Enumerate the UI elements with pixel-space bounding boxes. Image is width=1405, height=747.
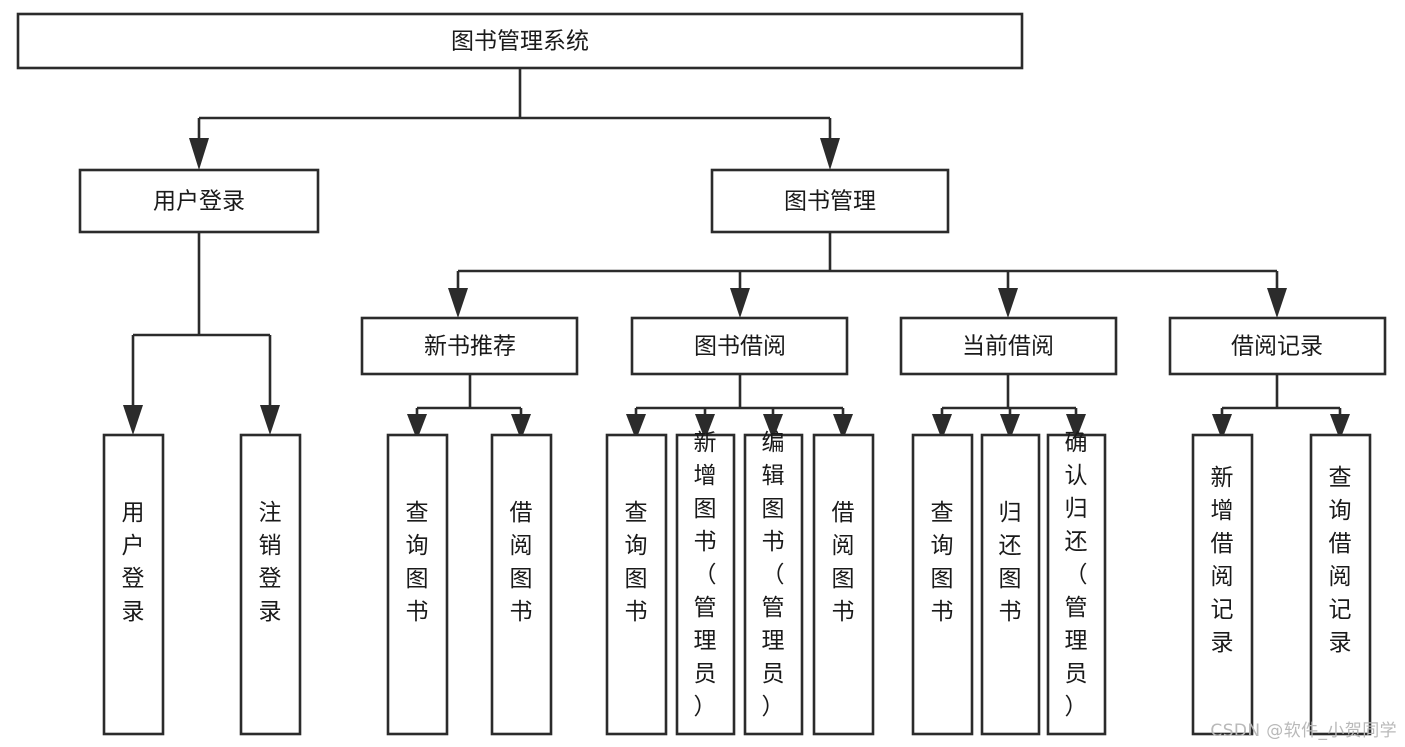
leaf-new-book-query-label: 查询图书 xyxy=(406,500,429,625)
node-current-borrow-box[interactable] xyxy=(899,316,1118,376)
node-current-borrow[interactable]: 当前借阅 xyxy=(899,316,1118,376)
leaf-current-return-box[interactable] xyxy=(980,433,1041,736)
leaf-user-login-login[interactable]: 用户登录 xyxy=(102,433,165,736)
leaf-record-query-box[interactable] xyxy=(1309,433,1372,736)
leaf-borrow-add-box[interactable] xyxy=(675,433,736,736)
leaf-new-book-query-box[interactable] xyxy=(386,433,449,736)
leaf-user-login-login-box[interactable] xyxy=(102,433,165,736)
arrow-to-book-mgmt xyxy=(820,138,840,170)
watermark: CSDN @软件_小贺同学 xyxy=(1210,721,1397,741)
node-user-login-label: 用户登录 xyxy=(153,189,245,215)
leaf-current-return-label: 归还图书 xyxy=(999,500,1022,625)
node-borrow-record-label: 借阅记录 xyxy=(1231,334,1323,360)
leaf-current-confirm-return-label: 确认归还（管理员） xyxy=(1065,430,1088,720)
arrow-to-borrow-record xyxy=(1267,288,1287,318)
node-borrow-record-box[interactable] xyxy=(1168,316,1387,376)
leaf-user-login-login-label: 用户登录 xyxy=(122,500,145,625)
node-book-borrow-box[interactable] xyxy=(630,316,849,376)
leaf-user-login-logout-box[interactable] xyxy=(239,433,302,736)
arrow-to-book-borrow xyxy=(730,288,750,318)
leaf-current-return[interactable]: 归还图书 xyxy=(980,433,1041,736)
leaf-user-login-logout-label: 注销登录 xyxy=(259,500,282,625)
node-root-box[interactable] xyxy=(16,12,1024,70)
leaf-borrow-borrow-label: 借阅图书 xyxy=(832,500,855,625)
leaf-current-query-box[interactable] xyxy=(911,433,974,736)
node-book-borrow-label: 图书借阅 xyxy=(694,334,786,360)
node-user-login-box[interactable] xyxy=(78,168,320,234)
arrow-to-leaf-user-login xyxy=(123,405,143,435)
node-current-borrow-label: 当前借阅 xyxy=(962,334,1054,360)
arrow-borrow-leaf-2 xyxy=(763,414,783,440)
leaf-new-book-borrow-label: 借阅图书 xyxy=(510,500,533,625)
leaf-borrow-add[interactable]: 新增图书（管理员） xyxy=(675,430,736,736)
leaf-new-book-borrow[interactable]: 借阅图书 xyxy=(490,433,553,736)
arrow-current-leaf-1 xyxy=(1000,414,1020,440)
leaf-current-confirm-return-box[interactable] xyxy=(1046,433,1107,736)
leaf-new-book-borrow-box[interactable] xyxy=(490,433,553,736)
leaf-borrow-edit-box[interactable] xyxy=(743,433,804,736)
leaf-current-query[interactable]: 查询图书 xyxy=(911,433,974,736)
node-user-login[interactable]: 用户登录 xyxy=(78,168,320,234)
arrow-current-leaf-2 xyxy=(1066,414,1086,440)
leaf-borrow-add-label: 新增图书（管理员） xyxy=(694,430,717,720)
arrow-new-book-leaf-0 xyxy=(407,414,427,440)
leaf-borrow-query-box[interactable] xyxy=(605,433,668,736)
node-new-book-recommend-box[interactable] xyxy=(360,316,579,376)
leaf-record-add[interactable]: 新增借阅记录 xyxy=(1191,433,1254,736)
leaf-current-query-label: 查询图书 xyxy=(931,500,954,625)
leaf-record-query[interactable]: 查询借阅记录 xyxy=(1309,433,1372,736)
node-new-book-recommend-label: 新书推荐 xyxy=(424,334,516,360)
arrow-to-user-login xyxy=(189,138,209,170)
leaf-borrow-query-label: 查询图书 xyxy=(625,500,648,625)
arrow-current-leaf-0 xyxy=(932,414,952,440)
node-book-borrow[interactable]: 图书借阅 xyxy=(630,316,849,376)
arrow-record-leaf-1 xyxy=(1330,414,1350,440)
arrowhead-layer xyxy=(123,138,1350,440)
node-root[interactable]: 图书管理系统 xyxy=(16,12,1024,70)
node-book-management-label: 图书管理 xyxy=(784,189,876,215)
leaf-user-login-logout[interactable]: 注销登录 xyxy=(239,433,302,736)
leaf-record-add-box[interactable] xyxy=(1191,433,1254,736)
node-borrow-record[interactable]: 借阅记录 xyxy=(1168,316,1387,376)
node-book-management-box[interactable] xyxy=(710,168,950,234)
arrow-borrow-leaf-3 xyxy=(833,414,853,440)
arrow-to-leaf-logout xyxy=(260,405,280,435)
leaf-borrow-borrow-box[interactable] xyxy=(812,433,875,736)
arrow-to-new-book-rec xyxy=(448,288,468,318)
node-book-management[interactable]: 图书管理 xyxy=(710,168,950,234)
arrow-to-current-borrow xyxy=(998,288,1018,318)
arrow-borrow-leaf-0 xyxy=(626,414,646,440)
arrow-record-leaf-0 xyxy=(1212,414,1232,440)
leaf-borrow-query[interactable]: 查询图书 xyxy=(605,433,668,736)
arrow-borrow-leaf-1 xyxy=(695,414,715,440)
leaf-borrow-edit-label: 编辑图书（管理员） xyxy=(762,430,785,720)
leaf-record-query-label: 查询借阅记录 xyxy=(1329,465,1352,656)
node-new-book-recommend[interactable]: 新书推荐 xyxy=(360,316,579,376)
arrow-new-book-leaf-1 xyxy=(511,414,531,440)
leaf-borrow-borrow[interactable]: 借阅图书 xyxy=(812,433,875,736)
node-root-label: 图书管理系统 xyxy=(451,29,589,55)
leaf-record-add-label: 新增借阅记录 xyxy=(1211,465,1234,656)
leaf-borrow-edit[interactable]: 编辑图书（管理员） xyxy=(743,430,804,736)
leaf-current-confirm-return[interactable]: 确认归还（管理员） xyxy=(1046,430,1107,736)
leaf-new-book-query[interactable]: 查询图书 xyxy=(386,433,449,736)
